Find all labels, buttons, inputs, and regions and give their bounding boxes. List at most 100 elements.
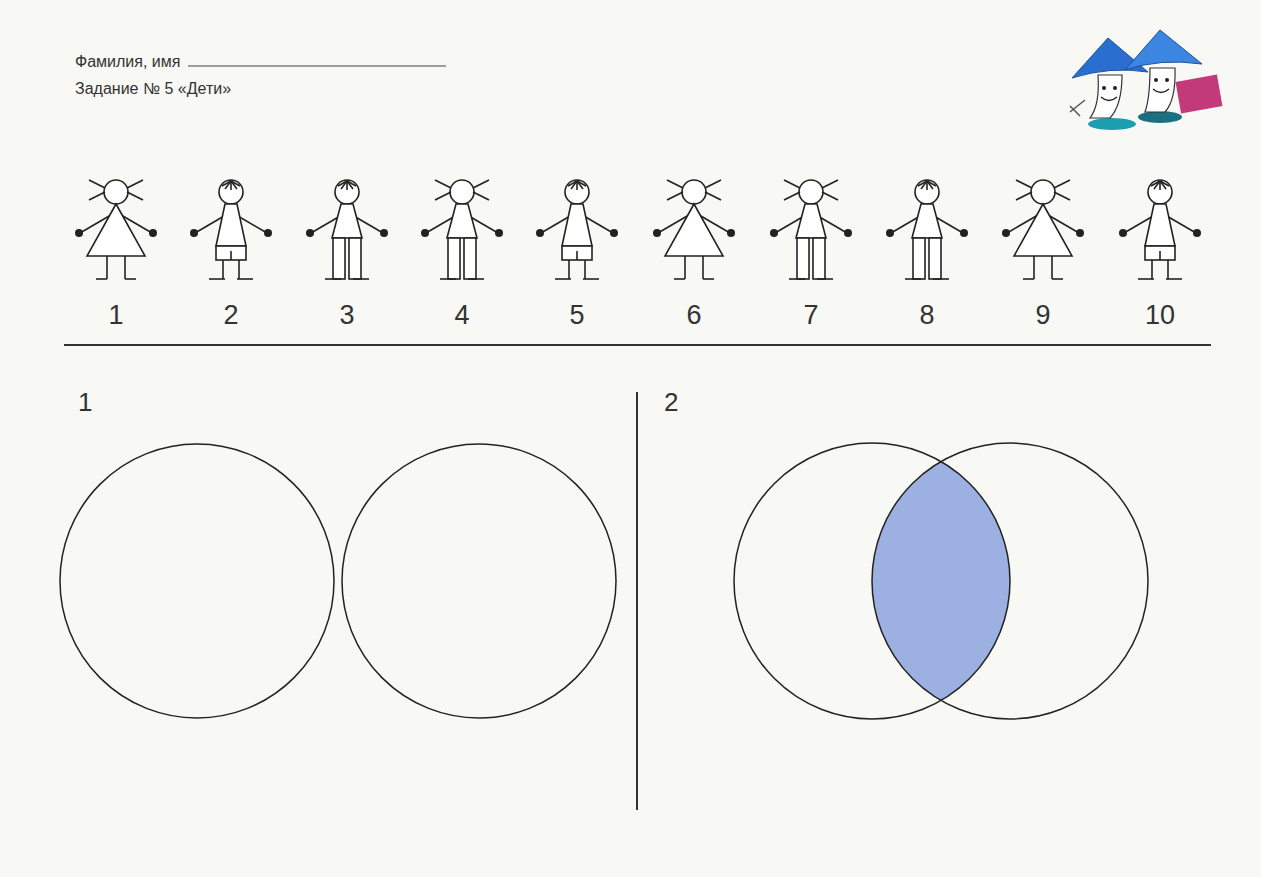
child-shorts [576, 251, 578, 260]
child-hand [610, 229, 618, 237]
child-head [682, 180, 706, 204]
separator-line [636, 392, 638, 810]
child-shirt [1145, 204, 1175, 246]
child-leg [1167, 260, 1169, 279]
pigtail [667, 180, 683, 188]
child-trousers [797, 238, 809, 279]
child-number: 7 [803, 300, 818, 331]
child-foot [674, 278, 685, 280]
child-hand [1076, 229, 1084, 237]
child-foot [1166, 278, 1182, 280]
child-leg [1033, 256, 1035, 279]
logo [1070, 30, 1222, 130]
child-hand [1193, 229, 1201, 237]
pigtail [89, 180, 105, 188]
child-foot [353, 278, 369, 280]
logo-smile [1101, 97, 1117, 101]
name-field-label: Фамилия, имя [75, 53, 180, 71]
child-shorts [216, 246, 246, 260]
child-foot [583, 278, 599, 280]
child-dress [87, 204, 145, 256]
child-shirt [332, 204, 362, 238]
child-head [219, 180, 243, 204]
child-foot [703, 278, 714, 280]
logo-base [1088, 118, 1136, 130]
child-leg [106, 256, 108, 279]
child-leg [684, 256, 686, 279]
child-shirt [562, 204, 592, 246]
pigtail [822, 180, 838, 188]
section-number: 2 [664, 388, 678, 418]
hair [222, 181, 231, 186]
child-shirt [912, 204, 942, 238]
child-hand [190, 229, 198, 237]
child-hand [960, 229, 968, 237]
child-foot [789, 278, 805, 280]
child-leg [1051, 256, 1053, 279]
child-leg [238, 260, 240, 279]
child-number: 3 [339, 300, 354, 331]
child-shirt [796, 204, 826, 238]
child-leg [222, 260, 224, 279]
logo-smile [1153, 89, 1169, 93]
child-number: 8 [919, 300, 934, 331]
task-title: Задание № 5 «Дети» [75, 80, 231, 98]
child-figure [653, 180, 735, 279]
child-shorts [1159, 251, 1161, 260]
child-figure [190, 180, 272, 279]
child-trousers [448, 238, 460, 279]
child-number: 9 [1035, 300, 1050, 331]
hair [1151, 181, 1160, 186]
child-hand [264, 229, 272, 237]
pigtail [89, 192, 105, 200]
hair [338, 181, 347, 186]
child-foot [209, 278, 225, 280]
child-hand [421, 229, 429, 237]
child-number: 1 [108, 300, 123, 331]
child-hand [1119, 229, 1127, 237]
child-trousers [349, 238, 361, 279]
pigtail [1054, 180, 1070, 188]
hair [1160, 181, 1169, 186]
child-head [1148, 180, 1172, 204]
logo-eye [1113, 86, 1117, 90]
child-foot [1023, 278, 1034, 280]
child-head [1031, 180, 1055, 204]
child-dress [1014, 204, 1072, 256]
separator-line [64, 344, 1211, 346]
child-hand [380, 229, 388, 237]
child-foot [1138, 278, 1154, 280]
child-number: 4 [454, 300, 469, 331]
hair [231, 181, 240, 186]
child-figure [886, 180, 968, 279]
set-circle [342, 444, 616, 718]
child-hand [653, 229, 661, 237]
child-foot [817, 278, 833, 280]
set-circle [872, 443, 1148, 719]
child-figure [306, 180, 388, 279]
logo-eye [1165, 78, 1169, 82]
child-dress [665, 204, 723, 256]
child-leg [568, 260, 570, 279]
child-foot [96, 278, 107, 280]
child-hand [536, 229, 544, 237]
pigtail [127, 192, 143, 200]
child-figure [75, 180, 157, 279]
child-hand [1002, 229, 1010, 237]
logo-base [1138, 111, 1182, 123]
intersection-fill [872, 462, 1010, 701]
section-number: 1 [78, 388, 92, 418]
set-circle [60, 444, 334, 718]
child-number: 2 [223, 300, 238, 331]
child-hand [886, 229, 894, 237]
child-figure [1002, 180, 1084, 279]
child-hand [75, 229, 83, 237]
child-foot [905, 278, 921, 280]
child-foot [125, 278, 136, 280]
logo-umbrella [1125, 30, 1202, 70]
hair [568, 181, 577, 186]
child-hand [727, 229, 735, 237]
pigtail [435, 192, 451, 200]
pigtail [1016, 192, 1032, 200]
